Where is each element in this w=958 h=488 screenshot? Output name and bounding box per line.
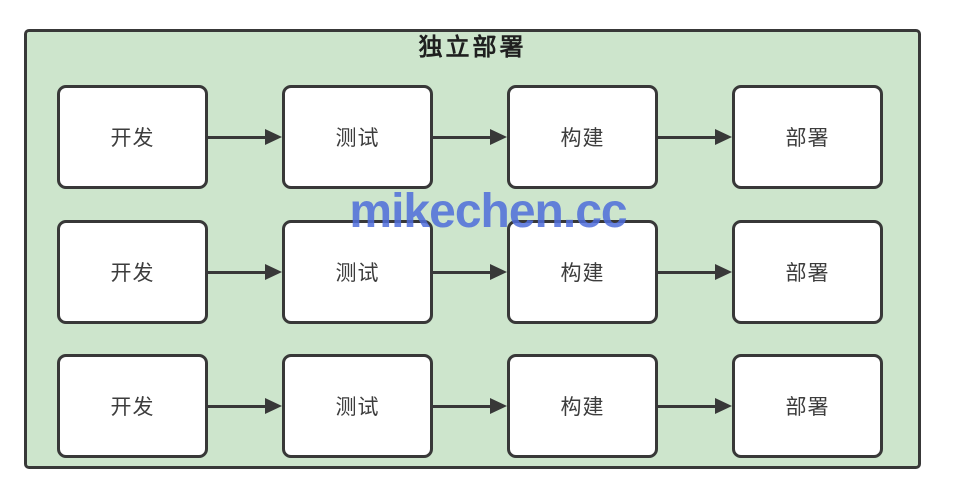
pipeline-row-3: 开发 测试 构建 部署 xyxy=(57,354,883,458)
arrow-right-icon xyxy=(658,398,732,414)
flow-box-label: 构建 xyxy=(560,127,605,150)
flow-box-test: 测试 xyxy=(282,354,433,458)
pipeline-row-2: 开发 测试 构建 部署 xyxy=(57,220,883,324)
flow-box-deploy: 部署 xyxy=(732,220,883,324)
arrow-right-icon xyxy=(208,129,282,145)
flow-box-label: 测试 xyxy=(335,396,380,419)
flow-box-label: 开发 xyxy=(110,127,155,150)
arrow-right-icon xyxy=(433,129,507,145)
arrow-right-icon xyxy=(433,264,507,280)
flow-box-label: 部署 xyxy=(785,396,830,419)
flow-box-label: 构建 xyxy=(560,262,605,285)
flow-box-dev: 开发 xyxy=(57,354,208,458)
arrow-right-icon xyxy=(208,264,282,280)
flow-box-label: 部署 xyxy=(785,127,830,150)
flow-box-label: 测试 xyxy=(335,262,380,285)
arrow-right-icon xyxy=(658,129,732,145)
arrow-right-icon xyxy=(433,398,507,414)
flow-box-deploy: 部署 xyxy=(732,85,883,189)
flow-box-dev: 开发 xyxy=(57,220,208,324)
flow-box-build: 构建 xyxy=(507,85,658,189)
flow-box-label: 部署 xyxy=(785,262,830,285)
flow-box-deploy: 部署 xyxy=(732,354,883,458)
flow-box-build: 构建 xyxy=(507,220,658,324)
flow-box-test: 测试 xyxy=(282,220,433,324)
flow-box-label: 测试 xyxy=(335,127,380,150)
flow-box-label: 开发 xyxy=(110,396,155,419)
flow-box-build: 构建 xyxy=(507,354,658,458)
pipeline-row-1: 开发 测试 构建 部署 xyxy=(57,85,883,189)
deployment-group-container: 独立部署 开发 测试 构建 部署 开发 测试 xyxy=(24,29,921,469)
flow-box-test: 测试 xyxy=(282,85,433,189)
flow-box-label: 构建 xyxy=(560,396,605,419)
arrow-right-icon xyxy=(658,264,732,280)
flow-box-label: 开发 xyxy=(110,262,155,285)
flow-box-dev: 开发 xyxy=(57,85,208,189)
arrow-right-icon xyxy=(208,398,282,414)
diagram-title: 独立部署 xyxy=(418,34,527,61)
